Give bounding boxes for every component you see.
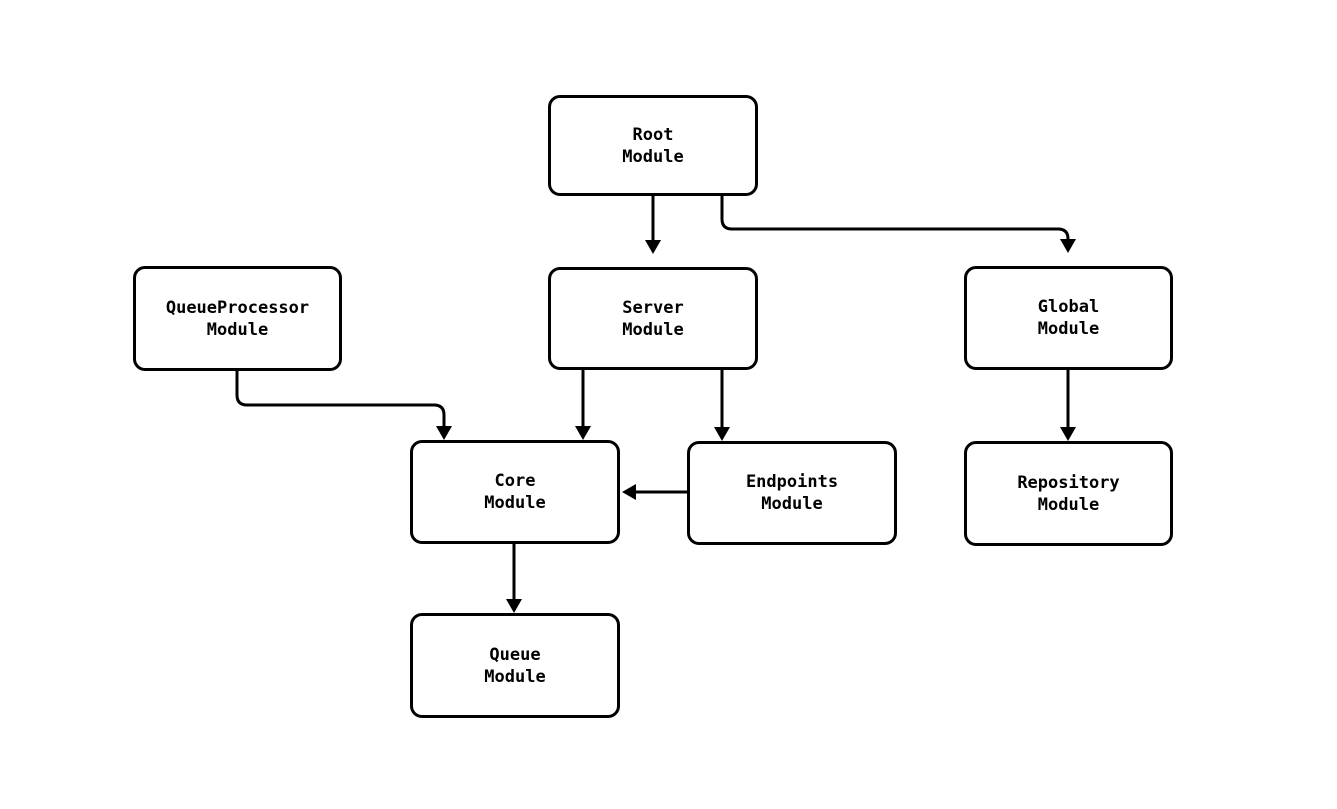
node-global-module[interactable]: Global Module — [964, 266, 1173, 370]
node-queue-module-line2: Module — [484, 666, 546, 687]
node-server-module-line1: Server — [622, 297, 684, 318]
node-global-module-line2: Module — [1037, 319, 1100, 339]
edge-endpoints-to-core — [622, 484, 687, 500]
node-core-module[interactable]: Core Module — [410, 440, 620, 544]
edge-server-to-core — [575, 370, 591, 440]
edge-queueprocessor-to-core — [235, 371, 452, 440]
node-queueprocessor-module[interactable]: QueueProcessor Module — [133, 266, 342, 371]
edge-root-to-global — [720, 196, 1076, 253]
node-core-module-line1: Core — [494, 471, 536, 491]
edge-core-to-queue — [506, 544, 522, 613]
node-queueprocessor-module-line1: QueueProcessor — [165, 297, 310, 318]
edge-root-to-server — [645, 196, 661, 254]
node-queue-module[interactable]: Queue Module — [410, 613, 620, 718]
node-queue-module-line1: Queue — [489, 644, 541, 665]
node-root-module-line1: Root — [632, 124, 674, 145]
node-root-module[interactable]: Root Module — [548, 95, 758, 196]
node-server-module[interactable]: Server Module — [548, 267, 758, 370]
node-endpoints-module[interactable]: Endpoints Module — [687, 441, 897, 545]
node-repository-module[interactable]: Repository Module — [964, 441, 1173, 546]
node-root-module-line2: Module — [622, 146, 684, 167]
node-core-module-line2: Module — [484, 493, 546, 513]
node-endpoints-module-line2: Module — [761, 494, 823, 514]
node-endpoints-module-line1: Endpoints — [745, 472, 839, 492]
node-server-module-line2: Module — [622, 319, 684, 340]
node-queueprocessor-module-line2: Module — [206, 319, 269, 340]
node-repository-module-line2: Module — [1037, 494, 1100, 515]
edge-server-to-endpoints — [714, 370, 730, 441]
node-repository-module-line1: Repository — [1017, 472, 1120, 493]
node-global-module-line1: Global — [1037, 297, 1100, 317]
edge-global-to-repository — [1060, 370, 1076, 441]
